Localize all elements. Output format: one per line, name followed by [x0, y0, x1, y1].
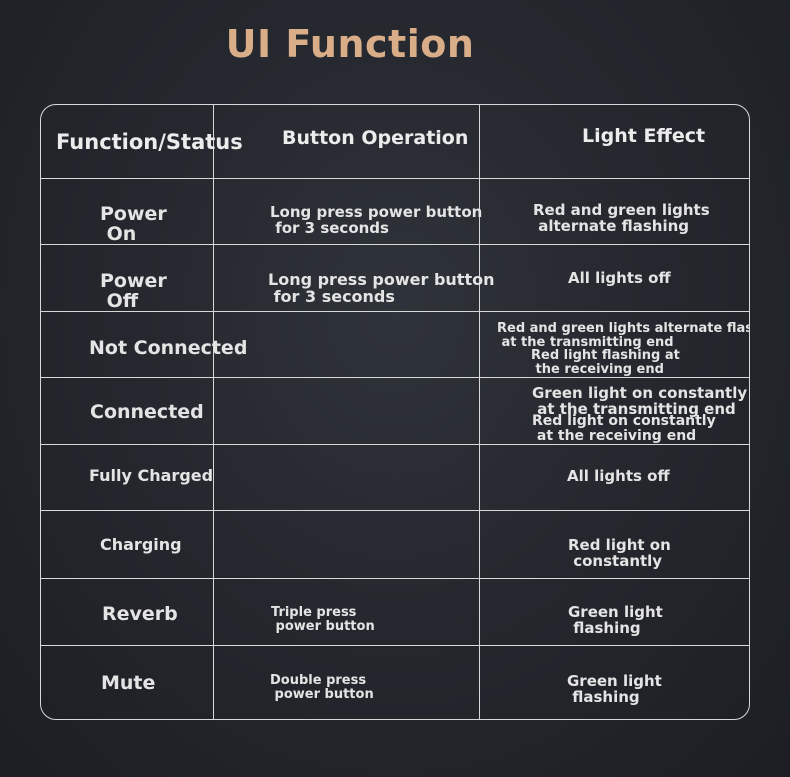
light-cell-receiving: Red light flashing at the receiving end — [531, 348, 680, 377]
light-cell: Green light on constantly at the transmi… — [532, 384, 748, 418]
header-function-status: Function/Status — [56, 130, 243, 154]
function-cell: Connected — [90, 401, 204, 423]
row-divider — [41, 645, 749, 646]
function-cell: Not Connected — [89, 337, 248, 359]
column-divider — [479, 105, 480, 719]
header-light-effect: Light Effect — [582, 125, 706, 147]
light-cell: Green light flashing — [568, 603, 663, 637]
button-cell: Long press power button for 3 seconds — [270, 203, 483, 237]
function-cell: Charging — [100, 535, 182, 554]
function-table: Function/Status Button Operation Light E… — [40, 104, 750, 720]
column-divider — [213, 105, 214, 719]
row-divider — [41, 510, 749, 511]
light-cell: Red light on constantly — [568, 536, 671, 570]
function-cell: Mute — [101, 672, 156, 694]
button-cell: Double press power button — [270, 673, 374, 702]
light-cell: Green light flashing — [567, 672, 662, 706]
page-title: UI Function — [225, 22, 475, 66]
button-cell: Long press power button for 3 seconds — [268, 270, 495, 306]
function-cell: Power Off — [100, 270, 167, 312]
row-divider — [41, 178, 749, 179]
light-cell: All lights off — [567, 467, 670, 485]
function-cell: Reverb — [102, 603, 178, 625]
row-divider — [41, 377, 749, 378]
light-cell: All lights off — [568, 269, 671, 287]
row-divider — [41, 444, 749, 445]
light-cell: Red and green lights alternate flashing — [533, 201, 710, 235]
function-cell: Fully Charged — [89, 466, 214, 485]
function-cell: Power On — [100, 203, 167, 245]
light-cell-receiving: Red light on constantly at the receiving… — [532, 413, 716, 444]
light-cell: Red and green lights alternate flashing … — [497, 321, 749, 350]
button-cell: Triple press power button — [271, 605, 375, 634]
header-button-operation: Button Operation — [282, 127, 469, 149]
row-divider — [41, 311, 749, 312]
row-divider — [41, 578, 749, 579]
row-divider — [41, 244, 749, 245]
